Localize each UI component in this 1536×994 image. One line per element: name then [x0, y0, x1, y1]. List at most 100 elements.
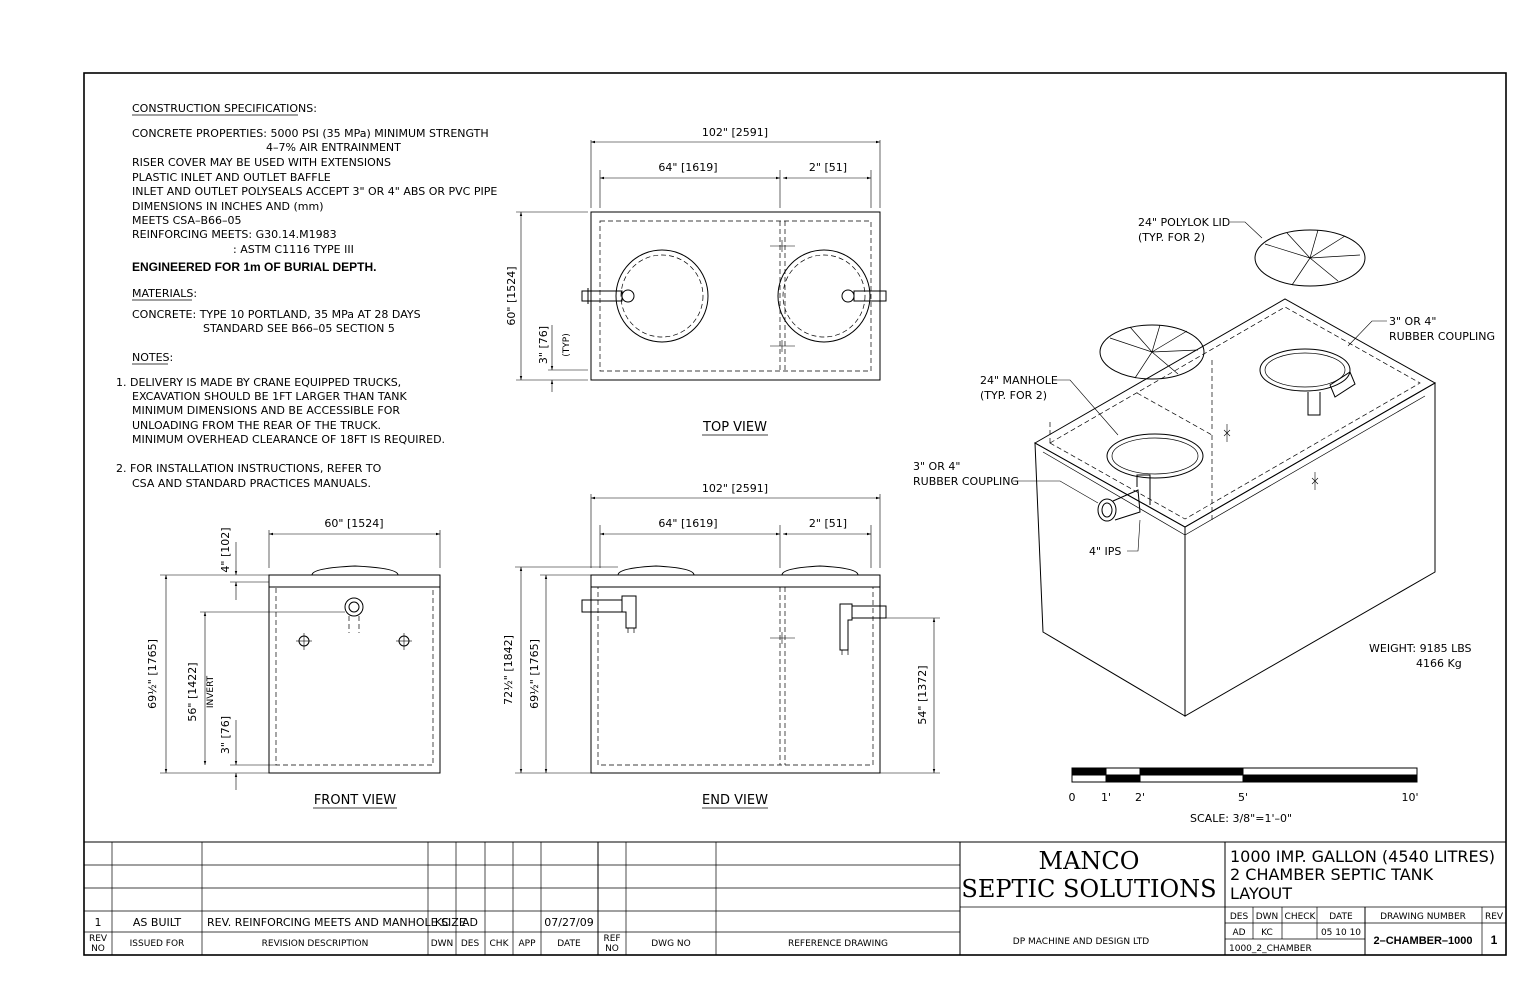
- header-date: DATE: [557, 939, 581, 949]
- header-rev-no: REV: [89, 934, 108, 944]
- scale-tick: 0: [1069, 791, 1076, 804]
- top-dim-right: 2" [51]: [809, 161, 847, 174]
- info-dwn: KC: [1261, 928, 1273, 938]
- front-dim-invert: 56" [1422]: [186, 662, 199, 721]
- spec-line: RISER COVER MAY BE USED WITH EXTENSIONS: [132, 156, 391, 169]
- end-dim-overall: 102" [2591]: [702, 482, 768, 495]
- rev-des: AD: [462, 916, 478, 929]
- header-ref-no: REF: [603, 934, 620, 944]
- header-dwg-no: DWG NO: [651, 939, 690, 949]
- note-line: MINIMUM DIMENSIONS AND BE ACCESSIBLE FOR: [132, 404, 400, 417]
- iso-manhole-label: (TYP. FOR 2): [980, 389, 1047, 402]
- spec-line: REINFORCING MEETS: G30.14.M1983: [132, 228, 337, 241]
- header-app: APP: [518, 939, 536, 949]
- top-dim-overall: 102" [2591]: [702, 126, 768, 139]
- rev-issued: AS BUILT: [133, 916, 181, 929]
- end-dim-outlet: 54" [1372]: [916, 665, 929, 724]
- iso-manhole-label: 24" MANHOLE: [980, 374, 1058, 387]
- front-view-title: FRONT VIEW: [314, 793, 396, 808]
- spec-line: DIMENSIONS IN INCHES AND (mm): [132, 200, 324, 213]
- spec-line: INLET AND OUTLET POLYSEALS ACCEPT 3" OR …: [132, 185, 497, 198]
- front-dim-lid: 4" [102]: [219, 527, 232, 572]
- header-issued: ISSUED FOR: [130, 939, 185, 949]
- info-header-dwn: DWN: [1256, 912, 1279, 922]
- note-line: MINIMUM OVERHEAD CLEARANCE OF 18FT IS RE…: [132, 433, 445, 446]
- spec-line: : ASTM C1116 TYPE III: [233, 243, 354, 256]
- scale-tick: 5': [1238, 791, 1248, 804]
- note-line: 2. FOR INSTALLATION INSTRUCTIONS, REFER …: [116, 462, 382, 475]
- scale-label: SCALE: 3/8"=1'–0": [1190, 812, 1292, 825]
- iso-lid-label: (TYP. FOR 2): [1138, 231, 1205, 244]
- header-ref-no: NO: [605, 944, 619, 954]
- specs-heading: CONSTRUCTION SPECIFICATIONS:: [132, 102, 317, 115]
- iso-coupling-left: RUBBER COUPLING: [913, 475, 1019, 488]
- note-line: CSA AND STANDARD PRACTICES MANUALS.: [132, 477, 371, 490]
- sheet-border: [83, 72, 1507, 956]
- note-line: EXCAVATION SHOULD BE 1FT LARGER THAN TAN…: [132, 390, 407, 403]
- front-dim-width: 60" [1524]: [324, 517, 383, 530]
- top-view-title: TOP VIEW: [702, 420, 767, 435]
- rev-dwn: KC: [435, 916, 450, 929]
- scale-tick: 1': [1101, 791, 1111, 804]
- spec-line: MEETS CSA–B66–05: [132, 214, 242, 227]
- iso-coupling-right: 3" OR 4": [1389, 315, 1436, 328]
- top-view: 102" [2591] 64" [1619] 2" [51] 60" [1524…: [505, 126, 887, 436]
- top-dim-small-note: (TYP): [562, 333, 572, 356]
- materials-line: STANDARD SEE B66–05 SECTION 5: [203, 322, 395, 335]
- header-dwn: DWN: [431, 939, 454, 949]
- end-view: 102" [2591] 64" [1619] 2" [51] 72½" [184…: [502, 482, 940, 809]
- title-block: 1 AS BUILT REV. REINFORCING MEETS AND MA…: [84, 841, 1506, 955]
- company-name: SEPTIC SOLUTIONS: [961, 875, 1216, 903]
- info-des: AD: [1232, 928, 1245, 938]
- rev-date: 07/27/09: [544, 916, 593, 929]
- end-dim-body: 69½" [1765]: [528, 639, 541, 709]
- info-header-rev: REV: [1485, 912, 1504, 922]
- drawing-rev: 1: [1491, 933, 1498, 947]
- top-dim-small: 3" [76]: [537, 326, 550, 364]
- construction-specifications: CONSTRUCTION SPECIFICATIONS: CONCRETE PR…: [116, 102, 497, 490]
- spec-line: PLASTIC INLET AND OUTLET BAFFLE: [132, 171, 331, 184]
- front-invert-label: INVERT: [206, 675, 216, 708]
- info-header-date: DATE: [1329, 912, 1353, 922]
- iso-ips-label: 4" IPS: [1089, 545, 1121, 558]
- iso-coupling-left: 3" OR 4": [913, 460, 960, 473]
- front-dim-base: 3" [76]: [219, 716, 232, 754]
- info-file: 1000_2_CHAMBER: [1229, 944, 1312, 954]
- top-dim-height: 60" [1524]: [505, 266, 518, 325]
- burial-depth-note: ENGINEERED FOR 1m OF BURIAL DEPTH.: [132, 260, 376, 274]
- header-chk: CHK: [490, 939, 510, 949]
- top-dim-left: 64" [1619]: [658, 161, 717, 174]
- end-dim-total: 72½" [1842]: [502, 635, 515, 705]
- weight-label: 4166 Kg: [1416, 657, 1462, 670]
- drawing-title: 1000 IMP. GALLON (4540 LITRES): [1230, 847, 1495, 866]
- designer-name: DP MACHINE AND DESIGN LTD: [1013, 937, 1149, 947]
- materials-heading: MATERIALS:: [132, 287, 197, 300]
- polylok-lid-icon: [1254, 229, 1366, 287]
- spec-line: 4–7% AIR ENTRAINMENT: [266, 141, 401, 154]
- company-name: MANCO: [1039, 847, 1140, 875]
- scale-tick: 10': [1401, 791, 1418, 804]
- rev-number: 1: [95, 916, 102, 929]
- drawing-number: 2–CHAMBER–1000: [1373, 935, 1472, 947]
- polylok-lid-icon: [1099, 324, 1205, 380]
- header-des: DES: [461, 939, 480, 949]
- drawing-title: 2 CHAMBER SEPTIC TANK: [1230, 865, 1434, 884]
- header-reference-drawing: REFERENCE DRAWING: [788, 939, 888, 949]
- scale-bar: 0 1' 2' 5' 10' SCALE: 3/8"=1'–0": [1069, 767, 1419, 825]
- isometric-view: 24" POLYLOK LID (TYP. FOR 2) 3" OR 4" RU…: [913, 216, 1495, 717]
- info-header-check: CHECK: [1285, 912, 1317, 922]
- info-date: 05 10 10: [1321, 928, 1361, 938]
- iso-coupling-right: RUBBER COUPLING: [1389, 330, 1495, 343]
- front-view: 60" [1524] 69½" [1765] 56" [1422] INVERT…: [146, 517, 441, 809]
- front-dim-total: 69½" [1765]: [146, 639, 159, 709]
- drawing-title: LAYOUT: [1230, 884, 1292, 903]
- info-header-drawing-number: DRAWING NUMBER: [1380, 912, 1466, 922]
- notes-heading: NOTES:: [132, 351, 173, 364]
- header-rev-no: NO: [91, 944, 105, 954]
- note-line: 1. DELIVERY IS MADE BY CRANE EQUIPPED TR…: [116, 376, 401, 389]
- scale-tick: 2': [1135, 791, 1145, 804]
- note-line: UNLOADING FROM THE REAR OF THE TRUCK.: [132, 419, 381, 432]
- header-description: REVISION DESCRIPTION: [262, 939, 369, 949]
- info-header-des: DES: [1230, 912, 1249, 922]
